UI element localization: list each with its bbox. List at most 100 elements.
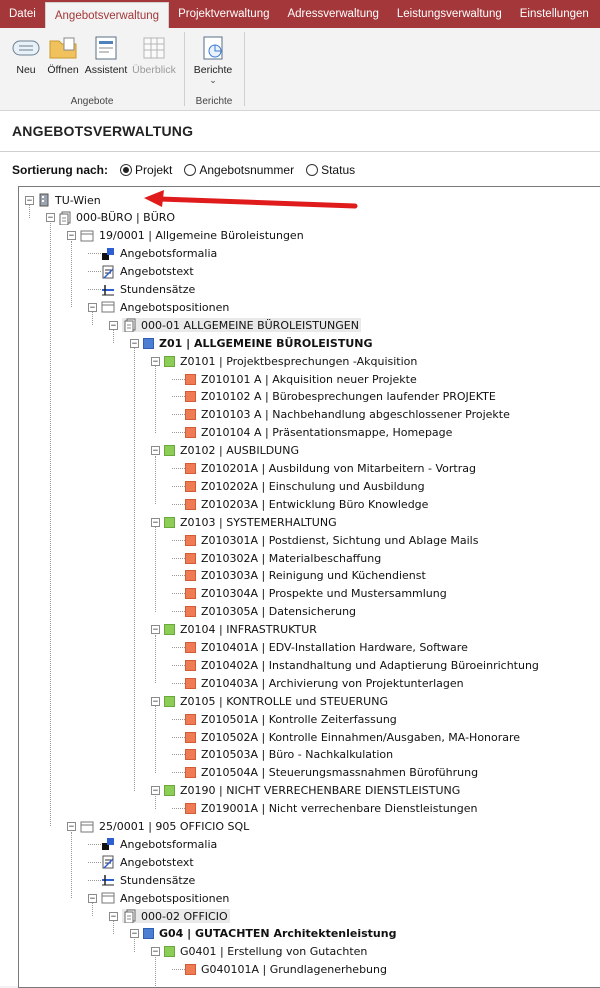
collapse-toggle-icon[interactable]: −: [151, 696, 160, 707]
collapse-toggle-icon[interactable]: −: [151, 947, 160, 958]
tree-node-content[interactable]: G0401 | Erstellung von Gutachten: [164, 945, 367, 958]
collapse-toggle-icon[interactable]: −: [130, 338, 139, 349]
tree-node[interactable]: −Z0102 | AUSBILDUNG: [151, 442, 299, 460]
open-button[interactable]: Öffnen: [44, 32, 82, 76]
collapse-toggle-icon[interactable]: −: [151, 356, 160, 367]
tree-node-content[interactable]: Z019001A | Nicht verrechenbare Dienstlei…: [185, 802, 477, 815]
tree-node-content[interactable]: Z010101 A | Akquisition neuer Projekte: [185, 373, 417, 386]
tab-angebotsverwaltung[interactable]: Angebotsverwaltung: [44, 2, 170, 28]
collapse-toggle-icon[interactable]: −: [151, 446, 160, 457]
tree-node-content[interactable]: Z010203A | Entwicklung Büro Knowledge: [185, 498, 428, 511]
tree-leaf-item[interactable]: Z010401A | EDV-Installation Hardware, So…: [172, 639, 468, 657]
tree-node-content[interactable]: Stundensätze: [101, 283, 195, 297]
tree-leaf-item[interactable]: Z010102 A | Bürobesprechungen laufender …: [172, 388, 496, 406]
tab-adressverwaltung[interactable]: Adressverwaltung: [287, 8, 379, 20]
tree-node-content[interactable]: Angebotspositionen: [101, 892, 229, 905]
tree-leaf-item[interactable]: G040101A | Grundlagenerhebung: [172, 961, 387, 979]
tree-node-content[interactable]: Z010103 A | Nachbehandlung abgeschlossen…: [185, 408, 510, 421]
tree-leaf-item[interactable]: Z010201A | Ausbildung von Mitarbeitern -…: [172, 460, 476, 478]
tree-node-content[interactable]: 000-BÜRO | BÜRO: [59, 211, 175, 225]
tree-node[interactable]: Angebotsformalia: [88, 835, 217, 853]
tree-node-content[interactable]: Z010201A | Ausbildung von Mitarbeitern -…: [185, 462, 476, 475]
collapse-toggle-icon[interactable]: −: [67, 822, 76, 832]
tree-node-content[interactable]: Z010304A | Prospekte und Mustersammlung: [185, 587, 447, 600]
tree-node-content[interactable]: Z010202A | Einschulung und Ausbildung: [185, 480, 425, 493]
tree-node-content[interactable]: Angebotstext: [101, 265, 194, 279]
tree-leaf-item[interactable]: Z010403A | Archivierung von Projektunter…: [172, 674, 464, 692]
tree-node-content[interactable]: Z0102 | AUSBILDUNG: [164, 444, 299, 457]
tree-node[interactable]: Angebotstext: [88, 263, 194, 281]
tree-leaf-item[interactable]: Z010104 A | Präsentationsmappe, Homepage: [172, 424, 452, 442]
tree-node[interactable]: −Angebotspositionen: [88, 298, 229, 316]
sort-radio-projekt[interactable]: Projekt: [120, 163, 172, 177]
reports-button[interactable]: Berichte ⌄: [190, 32, 236, 85]
offer-tree[interactable]: −TU-Wien−000-BÜRO | BÜRO−19/0001 | Allge…: [18, 186, 600, 988]
sort-radio-status[interactable]: Status: [306, 163, 355, 177]
tree-node-content[interactable]: Z010302A | Materialbeschaffung: [185, 552, 381, 565]
tab-leistungsverwaltung[interactable]: Leistungsverwaltung: [396, 8, 502, 20]
tree-node[interactable]: −19/0001 | Allgemeine Büroleistungen: [67, 227, 304, 245]
tree-node-content[interactable]: Z0190 | NICHT VERRECHENBARE DIENSTLEISTU…: [164, 784, 460, 797]
sort-radio-angebotsnummer[interactable]: Angebotsnummer: [184, 163, 294, 177]
tab-einstellungen[interactable]: Einstellungen: [519, 8, 589, 20]
tree-node-content[interactable]: Z0104 | INFRASTRUKTUR: [164, 623, 317, 636]
tree-leaf-item[interactable]: Z010305A | Datensicherung: [172, 603, 356, 621]
tree-node[interactable]: Stundensätze: [88, 281, 195, 299]
tree-node[interactable]: Stundensätze: [88, 871, 195, 889]
collapse-toggle-icon[interactable]: −: [46, 213, 55, 224]
tree-leaf-item[interactable]: Z010504A | Steuerungsmassnahmen Büroführ…: [172, 764, 478, 782]
tree-leaf-item[interactable]: Z010303A | Reinigung und Küchendienst: [172, 567, 426, 585]
tree-node[interactable]: −000-02 OFFICIO: [109, 907, 230, 925]
tree-leaf-item[interactable]: Z019001A | Nicht verrechenbare Dienstlei…: [172, 800, 477, 818]
tree-leaf-item[interactable]: Z010304A | Prospekte und Mustersammlung: [172, 585, 447, 603]
tree-node[interactable]: −Z01 | ALLGEMEINE BÜROLEISTUNG: [130, 334, 373, 352]
tree-node-content[interactable]: Z010104 A | Präsentationsmappe, Homepage: [185, 426, 452, 439]
collapse-toggle-icon[interactable]: −: [151, 786, 160, 797]
tree-node-content[interactable]: Z010301A | Postdienst, Sichtung und Abla…: [185, 534, 478, 547]
tree-node-content[interactable]: Stundensätze: [101, 873, 195, 887]
collapse-toggle-icon[interactable]: −: [67, 231, 76, 242]
tree-node[interactable]: −TU-Wien: [25, 191, 101, 209]
collapse-toggle-icon[interactable]: −: [25, 195, 34, 206]
tree-node-content[interactable]: G04 | GUTACHTEN Architektenleistung: [143, 927, 396, 940]
collapse-toggle-icon[interactable]: −: [109, 320, 118, 331]
tree-node[interactable]: −G04 | GUTACHTEN Architektenleistung: [130, 925, 396, 943]
tree-node[interactable]: −G0401 | Erstellung von Gutachten: [151, 943, 367, 961]
tree-node[interactable]: −Z0190 | NICHT VERRECHENBARE DIENSTLEIST…: [151, 782, 460, 800]
tree-leaf-item[interactable]: Z010402A | Instandhaltung und Adaptierun…: [172, 656, 539, 674]
tree-node-content[interactable]: Z010401A | EDV-Installation Hardware, So…: [185, 641, 468, 654]
tree-node[interactable]: −000-BÜRO | BÜRO: [46, 209, 175, 227]
tree-node-content[interactable]: Z010305A | Datensicherung: [185, 605, 356, 618]
tree-node-content[interactable]: 000-02 OFFICIO: [122, 909, 230, 923]
tree-node[interactable]: Angebotsformalia: [88, 245, 217, 263]
collapse-toggle-icon[interactable]: −: [130, 929, 139, 940]
tree-node-content[interactable]: 000-01 ALLGEMEINE BÜROLEISTUNGEN: [122, 318, 361, 333]
tree-node-content[interactable]: Z010501A | Kontrolle Zeiterfassung: [185, 713, 397, 726]
collapse-toggle-icon[interactable]: −: [151, 625, 160, 636]
tree-leaf-item[interactable]: Z010302A | Materialbeschaffung: [172, 549, 381, 567]
tree-node-content[interactable]: 19/0001 | Allgemeine Büroleistungen: [80, 229, 304, 242]
tree-node-content[interactable]: Angebotsformalia: [101, 837, 217, 851]
tree-leaf-item[interactable]: Z010503A | Büro - Nachkalkulation: [172, 746, 393, 764]
tree-node-content[interactable]: 25/0001 | 905 OFFICIO SQL: [80, 820, 249, 833]
tree-node-content[interactable]: Z010504A | Steuerungsmassnahmen Büroführ…: [185, 766, 478, 779]
tree-node[interactable]: −Z0101 | Projektbesprechungen -Akquisiti…: [151, 352, 417, 370]
tree-node-content[interactable]: Z0105 | KONTROLLE und STEUERUNG: [164, 695, 388, 708]
tree-node[interactable]: −Z0104 | INFRASTRUKTUR: [151, 621, 317, 639]
tree-leaf-item[interactable]: Z010203A | Entwicklung Büro Knowledge: [172, 495, 428, 513]
tree-node-content[interactable]: Z010503A | Büro - Nachkalkulation: [185, 748, 393, 761]
tree-leaf-item[interactable]: Z010202A | Einschulung und Ausbildung: [172, 477, 425, 495]
tree-node-content[interactable]: Angebotspositionen: [101, 301, 229, 314]
tree-node-content[interactable]: Z010402A | Instandhaltung und Adaptierun…: [185, 659, 539, 672]
collapse-toggle-icon[interactable]: −: [109, 911, 118, 922]
tree-node[interactable]: Angebotstext: [88, 853, 194, 871]
tree-node[interactable]: −Angebotspositionen: [88, 889, 229, 907]
tab-projektverwaltung[interactable]: Projektverwaltung: [178, 8, 270, 20]
tree-node[interactable]: −Z0103 | SYSTEMERHALTUNG: [151, 513, 337, 531]
tree-node-content[interactable]: Z0101 | Projektbesprechungen -Akquisitio…: [164, 355, 417, 368]
tree-node-content[interactable]: Angebotsformalia: [101, 247, 217, 261]
tree-node-content[interactable]: Z0103 | SYSTEMERHALTUNG: [164, 516, 337, 529]
tree-node-content[interactable]: Z01 | ALLGEMEINE BÜROLEISTUNG: [143, 337, 373, 350]
tree-node-content[interactable]: G040101A | Grundlagenerhebung: [185, 963, 387, 976]
collapse-toggle-icon[interactable]: −: [151, 517, 160, 528]
